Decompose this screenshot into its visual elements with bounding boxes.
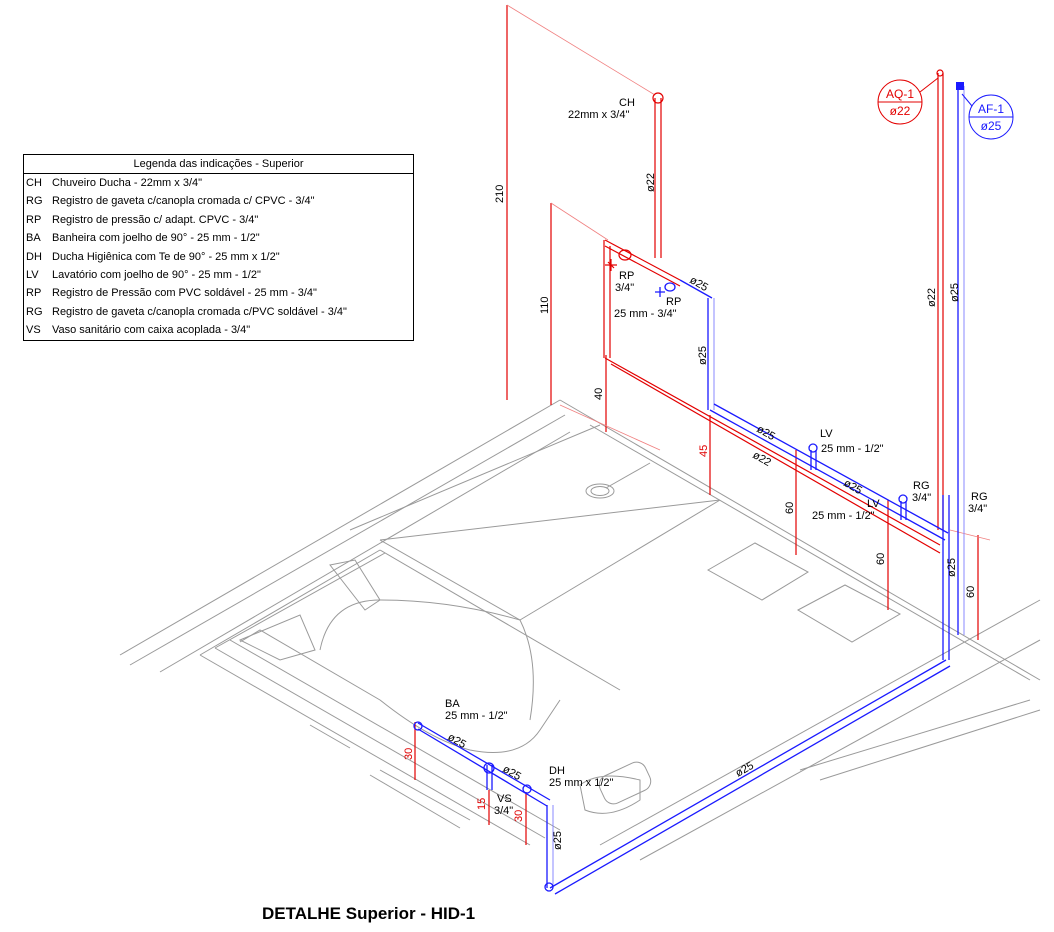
label-vs-code: VS [497, 793, 512, 805]
label-rp2-code: RP [666, 296, 681, 308]
legend-row: CH Chuveiro Ducha - 22mm x 3/4" [24, 174, 413, 192]
label-ch-spec: 22mm x 3/4" [568, 109, 629, 121]
diam-h2-cold: ø25 [842, 477, 864, 497]
legend-title: Legenda das indicações - Superior [24, 155, 413, 174]
legend-desc: Chuveiro Ducha - 22mm x 3/4" [52, 177, 203, 189]
label-ba-spec: 25 mm - 1/2" [445, 710, 508, 722]
dim-40: 40 [593, 388, 605, 400]
legend-row: RG Registro de gaveta c/canopla cromada c… [24, 192, 413, 210]
label-rp2-spec: 25 mm - 3/4" [614, 308, 677, 320]
legend-desc: Vaso sanitário com caixa acoplada - 3/4" [52, 324, 251, 337]
legend-row: DH Ducha Higiênica com Te de 90° - 25 mm … [24, 248, 413, 266]
legend-row: LV Lavatório com joelho de 90° - 25 mm - … [24, 266, 413, 284]
label-rg1-spec: 3/4" [912, 492, 931, 504]
dim-60c: 60 [965, 586, 977, 598]
label-dh-spec: 25 mm x 1/2" [549, 777, 614, 789]
legend-code: RG [26, 305, 43, 318]
dim-30a: 30 [403, 748, 415, 760]
riser-hot-name: AQ-1 [886, 87, 914, 101]
diam-ch: ø22 [645, 173, 657, 192]
fixture-labels: CH 22mm x 3/4" RP 3/4" RP 25 mm - 3/4" L… [445, 97, 988, 817]
label-ch-code: CH [619, 97, 635, 109]
legend-row: RP Registro de Pressão com PVC soldável -… [24, 284, 413, 302]
diam-riser-cold: ø25 [949, 283, 961, 302]
dim-60a: 60 [784, 502, 796, 514]
diam-riser-hot: ø22 [926, 288, 938, 307]
label-dh-code: DH [549, 765, 565, 777]
cold-water-pipes [413, 82, 965, 895]
dim-30b: 30 [513, 810, 525, 822]
legend-desc: Registro de gaveta c/canopla cromada c/ … [52, 195, 315, 208]
label-lv1-spec: 25 mm - 1/2" [821, 443, 884, 455]
diameter-labels: ø22 ø25 ø25 ø25 ø22 ø25 ø22 ø25 ø25 ø25 … [446, 173, 962, 850]
legend-code: DH [26, 250, 42, 263]
diam-bottom: ø25 [552, 831, 564, 850]
legend-desc: Lavatório com joelho de 90° - 25 mm - 1/… [52, 268, 261, 281]
legend-row: BA Banheira com joelho de 90° - 25 mm - 1… [24, 229, 413, 247]
legend-desc: Banheira com joelho de 90° - 25 mm - 1/2… [52, 232, 260, 245]
legend-row: VS Vaso sanitário com caixa acoplada - 3/… [24, 321, 413, 339]
riser-tag-af1: AF-1 ø25 [961, 93, 1014, 140]
riser-hot-diameter: ø22 [890, 104, 911, 118]
legend-desc: Registro de gaveta c/canopla cromada c/P… [52, 305, 347, 318]
dimension-values: 210 110 40 45 60 60 60 30 15 30 [403, 185, 977, 822]
legend-table: Legenda das indicações - Superior CH Chuv… [23, 154, 414, 341]
riser-cold-diameter: ø25 [981, 119, 1002, 133]
floor-plan-outline [119, 399, 1041, 861]
dim-60b: 60 [875, 553, 887, 565]
legend-row: RP Registro de pressão c/ adapt. CPVC - 3… [24, 211, 413, 229]
diam-down: ø25 [697, 346, 709, 365]
legend-desc: Registro de pressão c/ adapt. CPVC - 3/4… [52, 213, 259, 226]
dim-210: 210 [494, 185, 506, 203]
legend-code: CH [26, 177, 42, 189]
dimension-lines [414, 4, 991, 845]
legend-code: RG [26, 195, 43, 208]
label-lv1-code: LV [820, 428, 833, 440]
hot-water-pipes [603, 69, 944, 554]
dim-15: 15 [476, 798, 488, 810]
label-rg2-code: RG [971, 491, 988, 503]
legend-code: LV [26, 268, 39, 281]
diam-vert: ø25 [946, 558, 958, 577]
legend-code: BA [26, 232, 41, 245]
label-rp1-code: RP [619, 270, 634, 282]
legend-code: RP [26, 213, 42, 226]
diam-h1-hot: ø22 [751, 449, 773, 469]
label-rp1-spec: 3/4" [615, 282, 634, 294]
label-vs-spec: 3/4" [494, 805, 513, 817]
legend-desc: Ducha Higiênica com Te de 90° - 25 mm x … [52, 250, 280, 263]
dim-45: 45 [698, 445, 710, 457]
legend-code: RP [26, 287, 42, 300]
dim-110: 110 [539, 296, 551, 314]
label-ba-code: BA [445, 698, 460, 710]
label-rg2-spec: 3/4" [968, 503, 987, 515]
riser-tag-aq1: AQ-1 ø22 [877, 77, 939, 125]
label-rg1-code: RG [913, 480, 930, 492]
legend-desc: Registro de Pressão com PVC soldável - 2… [52, 287, 317, 300]
drawing-title: DETALHE Superior - HID-1 [262, 904, 476, 923]
label-lv2-code: LV [867, 498, 880, 510]
legend-row: RG Registro de gaveta c/canopla cromada c… [24, 303, 413, 321]
legend-code: VS [26, 324, 41, 337]
riser-cold-name: AF-1 [978, 102, 1004, 116]
label-lv2-spec: 25 mm - 1/2" [812, 510, 875, 522]
